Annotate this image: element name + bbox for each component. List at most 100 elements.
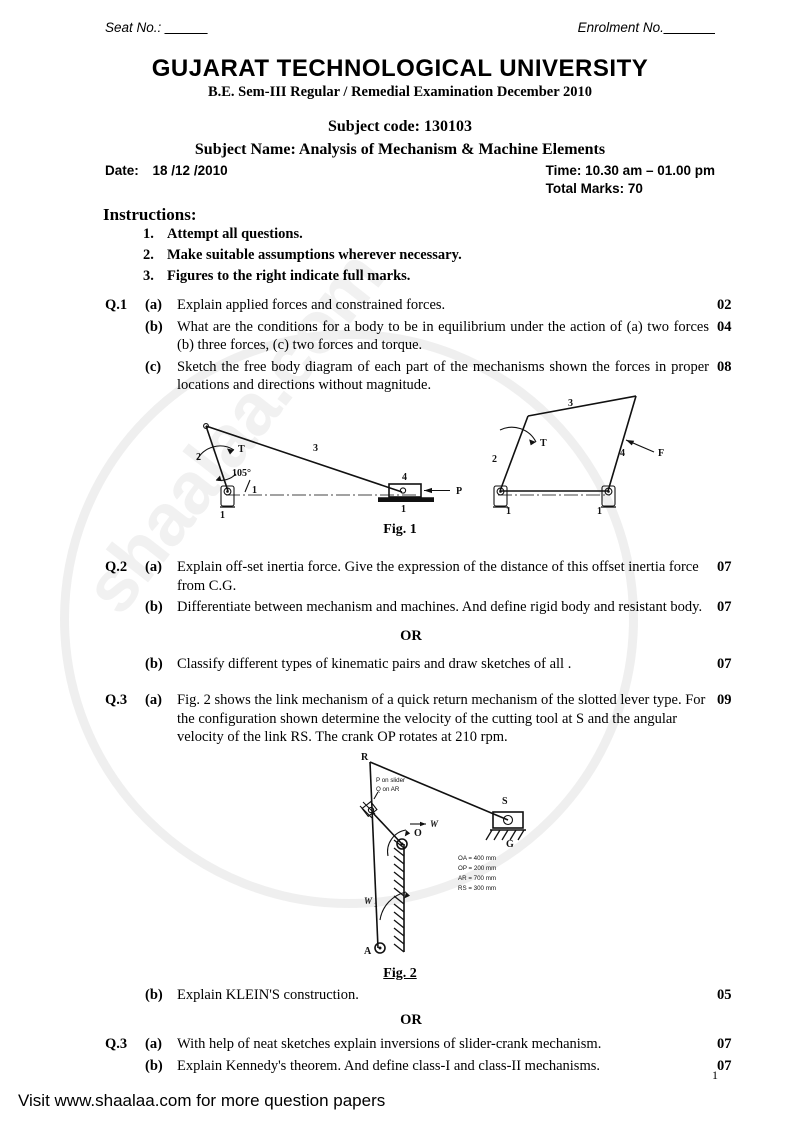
part-label: (a): [145, 1036, 162, 1053]
or-divider-q3: OR: [400, 1011, 422, 1028]
svg-text:Q on AR: Q on AR: [376, 786, 400, 793]
svg-text:T: T: [540, 438, 547, 449]
instruction-text: Figures to the right indicate full marks…: [167, 268, 411, 284]
date-value: 18 /12 /2010: [152, 163, 228, 178]
time-marks-field: Time: 10.30 am – 01.00 pm Total Marks: 7…: [546, 163, 715, 196]
date-time-block: Date: 18 /12 /2010 Time: 10.30 am – 01.0…: [105, 163, 715, 196]
subject-code: Subject code: 130103: [328, 118, 472, 135]
question-q2: Q.2 (a) Explain off-set inertia force. G…: [105, 558, 745, 674]
part-marks: 07: [717, 599, 732, 616]
question-part-row: Q.1 (a) Explain applied forces and const…: [105, 296, 745, 315]
question-q1: Q.1 (a) Explain applied forces and const…: [105, 296, 745, 395]
instruction-number: 1.: [143, 226, 154, 242]
question-part-row: (b) Classify different types of kinemati…: [105, 655, 745, 674]
part-marks: 07: [717, 656, 732, 673]
figure-2-caption: Fig. 2: [383, 966, 417, 981]
instruction-item: 1. Attempt all questions.: [143, 226, 462, 243]
svg-text:W: W: [430, 819, 439, 829]
svg-text:S: S: [502, 796, 508, 807]
date-label: Date:: [105, 163, 139, 178]
svg-text:4: 4: [620, 448, 625, 459]
svg-text:105°: 105°: [232, 468, 251, 479]
subject-name: Subject Name: Analysis of Mechanism & Ma…: [194, 141, 606, 158]
question-part-row: Q.2 (a) Explain off-set inertia force. G…: [105, 558, 745, 595]
seat-no-field: Seat No.: _____: [105, 20, 208, 35]
part-marks: 04: [717, 318, 732, 335]
question-part-row: (b) Explain KLEIN'S construction. 05: [105, 986, 745, 1005]
part-label: (c): [145, 358, 162, 375]
instruction-number: 3.: [143, 268, 154, 284]
enrolment-no-label: Enrolment No.: [577, 20, 664, 35]
question-q3-first: Q.3 (a) Fig. 2 shows the link mechanism …: [105, 691, 745, 747]
footer-note: Visit www.shaalaa.com for more question …: [18, 1091, 386, 1110]
or-divider-q2: OR: [400, 627, 422, 644]
total-marks: Total Marks: 70: [545, 181, 643, 196]
svg-text:1: 1: [374, 902, 378, 909]
date-field: Date: 18 /12 /2010: [105, 163, 228, 178]
svg-text:O: O: [414, 828, 422, 839]
exam-subtitle: B.E. Sem-III Regular / Remedial Examinat…: [207, 84, 593, 100]
part-label: (b): [145, 318, 163, 335]
svg-text:1: 1: [597, 506, 602, 517]
svg-text:2: 2: [196, 452, 201, 463]
seat-enrolment-line: Seat No.: _____ Enrolment No.______: [105, 20, 715, 35]
figure-1-caption: Fig. 1: [383, 522, 417, 537]
exam-time: Time: 10.30 am – 01.00 pm: [545, 163, 715, 178]
svg-text:4: 4: [402, 472, 407, 483]
part-marks: 07: [717, 559, 732, 575]
figure-2-diagram: R O A S G P on slider Q on AR W W 1 OA =…: [330, 752, 560, 960]
part-marks: 09: [717, 692, 732, 708]
part-label: (a): [145, 559, 162, 575]
svg-text:A: A: [364, 946, 372, 957]
question-number: Q.2: [105, 559, 128, 575]
part-label: (b): [145, 987, 163, 1003]
instruction-item: 2. Make suitable assumptions wherever ne…: [143, 247, 462, 264]
page-number: 1: [712, 1068, 718, 1082]
part-label: (b): [145, 656, 163, 673]
part-marks: 05: [717, 987, 732, 1003]
svg-text:2: 2: [492, 454, 497, 465]
part-text: Classify different types of kinematic pa…: [177, 656, 572, 673]
part-label: (a): [145, 297, 162, 313]
svg-text:OP = 200 mm: OP = 200 mm: [458, 865, 496, 872]
part-text: Differentiate between mechanism and mach…: [177, 599, 703, 616]
question-part-row: (b) What are the conditions for a body t…: [105, 318, 745, 355]
part-text: Explain off-set inertia force. Give the …: [177, 559, 699, 594]
enrolment-no-blank: ______: [663, 20, 715, 35]
question-number: Q.1: [105, 297, 128, 313]
svg-text:1: 1: [506, 506, 511, 517]
svg-text:F: F: [658, 448, 664, 459]
svg-text:3: 3: [313, 443, 318, 454]
part-label: (b): [145, 599, 163, 616]
part-text: Fig. 2 shows the link mechanism of a qui…: [177, 692, 706, 746]
part-text: With help of neat sketches explain inver…: [177, 1036, 602, 1053]
seat-no-label: Seat No.:: [105, 20, 162, 35]
enrolment-no-field: Enrolment No.______: [578, 20, 715, 35]
part-text: Sketch the free body diagram of each par…: [177, 358, 709, 394]
question-part-row: Q.3 (a) Fig. 2 shows the link mechanism …: [105, 691, 745, 747]
part-text: Explain applied forces and constrained f…: [177, 297, 446, 313]
svg-text:RS = 300 mm: RS = 300 mm: [458, 885, 496, 892]
instruction-item: 3. Figures to the right indicate full ma…: [143, 268, 462, 285]
instruction-text: Attempt all questions.: [167, 226, 303, 242]
part-marks: 07: [717, 1057, 732, 1074]
seat-no-blank: _____: [165, 20, 208, 35]
svg-text:3: 3: [568, 398, 573, 409]
part-text: Explain KLEIN'S construction.: [177, 987, 359, 1003]
svg-text:R: R: [361, 752, 369, 763]
part-marks: 07: [717, 1036, 732, 1053]
svg-text:G: G: [506, 839, 514, 850]
question-q3-continued: (b) Explain KLEIN'S construction. 05 OR …: [105, 986, 745, 1075]
part-text: What are the conditions for a body to be…: [177, 318, 709, 354]
instructions-list: 1. Attempt all questions. 2. Make suitab…: [143, 226, 462, 289]
svg-text:W: W: [364, 896, 373, 906]
svg-text:P on slider: P on slider: [376, 777, 405, 784]
question-part-row: (b) Explain Kennedy's theorem. And defin…: [105, 1057, 745, 1076]
part-label: (b): [145, 1057, 163, 1074]
question-number: Q.3: [105, 1036, 128, 1053]
svg-text:T: T: [238, 444, 245, 455]
svg-text:1: 1: [401, 504, 406, 515]
part-label: (a): [145, 692, 162, 708]
